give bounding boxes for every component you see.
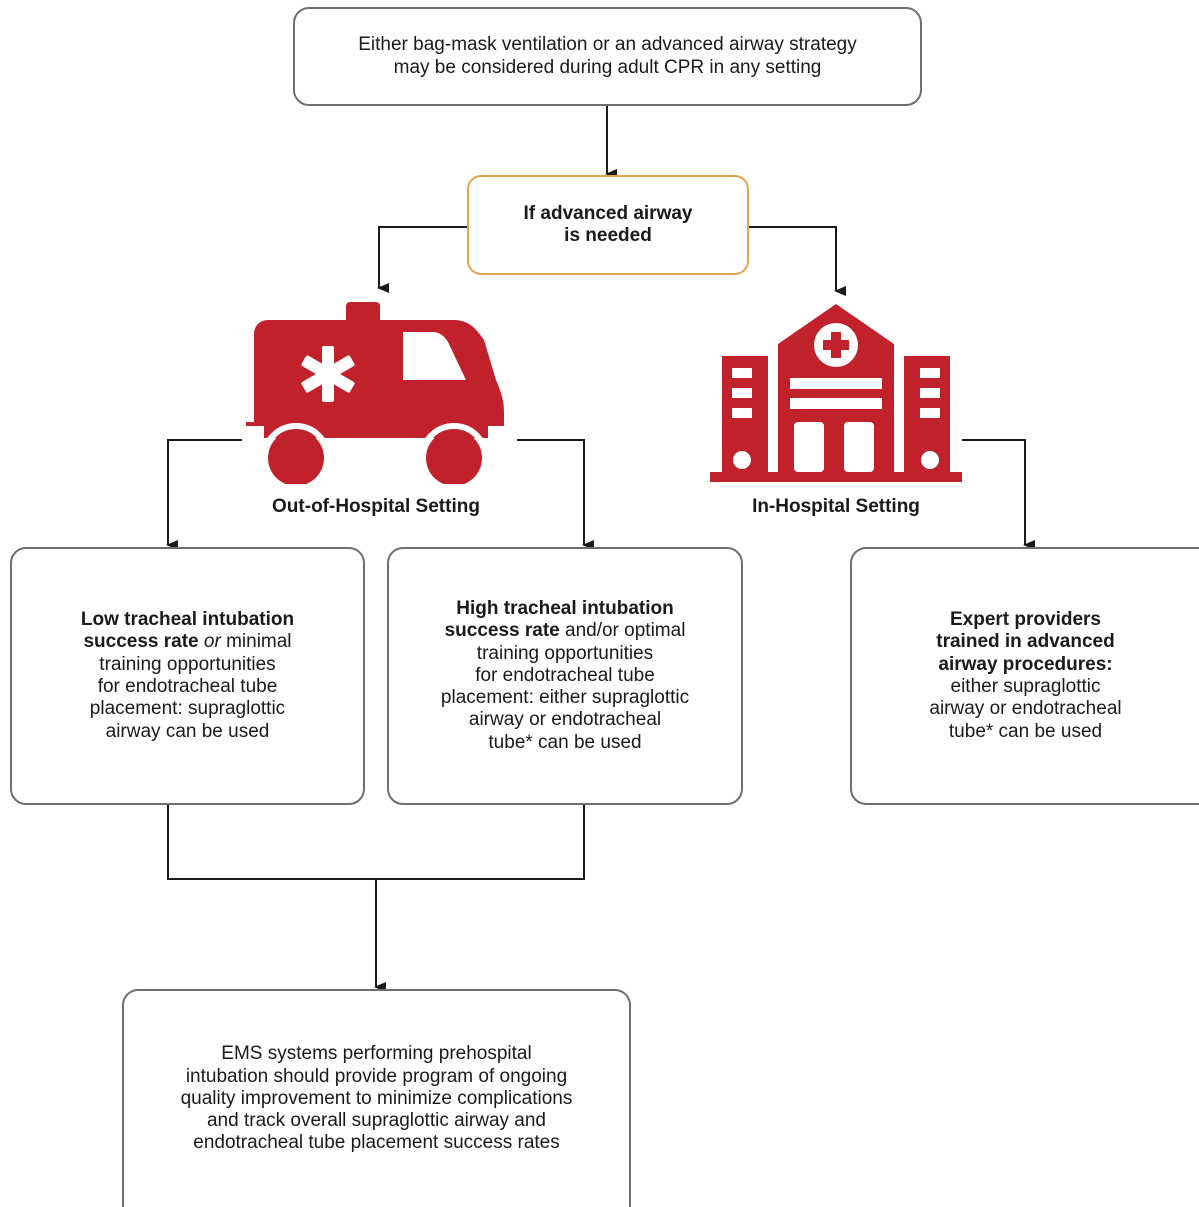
low-box-line-4: for endotracheal tube bbox=[97, 676, 278, 697]
arrow-hospital-to-expert-box bbox=[962, 439, 1035, 550]
ems-box-line-5: endotracheal tube placement success rate… bbox=[193, 1132, 560, 1154]
merge-line-low-high bbox=[167, 804, 585, 880]
low-box-bold-2: success rate bbox=[83, 631, 199, 653]
arrow-ambulance-to-low-box bbox=[166, 439, 242, 550]
high-box-bold-2: success rate bbox=[444, 620, 560, 642]
top-recommendation-box: Either bag-mask ventilation or an advanc… bbox=[293, 7, 922, 106]
expert-box-line-5: airway or endotracheal bbox=[929, 698, 1122, 720]
low-box-line-6: airway can be used bbox=[105, 720, 270, 742]
in-hospital-label: In-Hospital Setting bbox=[752, 496, 920, 517]
low-box-italic-or: or bbox=[203, 631, 221, 653]
decision-line-2: is needed bbox=[564, 225, 652, 246]
ems-box-line-1: EMS systems performing prehospital bbox=[221, 1043, 532, 1065]
low-box-line-3: training opportunities bbox=[99, 653, 276, 675]
high-box-line-6: airway or endotracheal bbox=[468, 709, 662, 731]
arrow-decision-to-in-hospital bbox=[749, 226, 846, 296]
high-box-line-3: training opportunities bbox=[476, 642, 654, 664]
ems-box-line-3: quality improvement to minimize complica… bbox=[180, 1087, 573, 1109]
expert-box-line-4: either supraglottic bbox=[950, 676, 1101, 697]
high-box-line-7: tube* can be used bbox=[488, 731, 642, 753]
ambulance-icon bbox=[246, 302, 506, 484]
high-box-line-5: placement: either supraglottic bbox=[440, 687, 690, 709]
arrow-decision-to-out-of-hospital bbox=[377, 226, 467, 293]
top-box-line-2: may be considered during adult CPR in an… bbox=[393, 56, 822, 78]
decision-line-1: If advanced airway bbox=[523, 202, 693, 224]
expert-box-bold-1: Expert providers bbox=[950, 609, 1101, 631]
expert-box-bold-3: airway procedures: bbox=[938, 653, 1113, 675]
arrow-ambulance-to-high-box bbox=[517, 439, 594, 550]
low-success-rate-box: Low tracheal intubation success rate or … bbox=[10, 547, 365, 805]
top-box-line-1: Either bag-mask ventilation or an advanc… bbox=[358, 34, 857, 56]
expert-box-line-6: tube* can be used bbox=[948, 720, 1103, 742]
high-box-line-4: for endotracheal tube bbox=[475, 664, 655, 686]
ems-quality-improvement-box: EMS systems performing prehospital intub… bbox=[122, 989, 631, 1207]
high-success-rate-box: High tracheal intubation success rate an… bbox=[387, 547, 743, 805]
low-box-line-2-rest: minimal bbox=[226, 631, 292, 653]
low-box-bold-1: Low tracheal intubation bbox=[80, 609, 295, 631]
ems-box-line-2: intubation should provide program of ong… bbox=[185, 1065, 568, 1087]
ems-box-line-4: and track overall supraglottic airway an… bbox=[206, 1110, 546, 1132]
hospital-icon bbox=[710, 304, 962, 482]
high-box-line-2-rest: and/or optimal bbox=[565, 620, 686, 642]
advanced-airway-decision-box: If advanced airway is needed bbox=[467, 175, 749, 275]
high-box-bold-1: High tracheal intubation bbox=[456, 597, 674, 619]
low-box-line-5: placement: supraglottic bbox=[89, 698, 286, 720]
expert-providers-box: Expert providers trained in advanced air… bbox=[850, 547, 1199, 805]
expert-box-bold-2: trained in advanced bbox=[936, 631, 1115, 653]
out-of-hospital-label: Out-of-Hospital Setting bbox=[272, 496, 480, 517]
